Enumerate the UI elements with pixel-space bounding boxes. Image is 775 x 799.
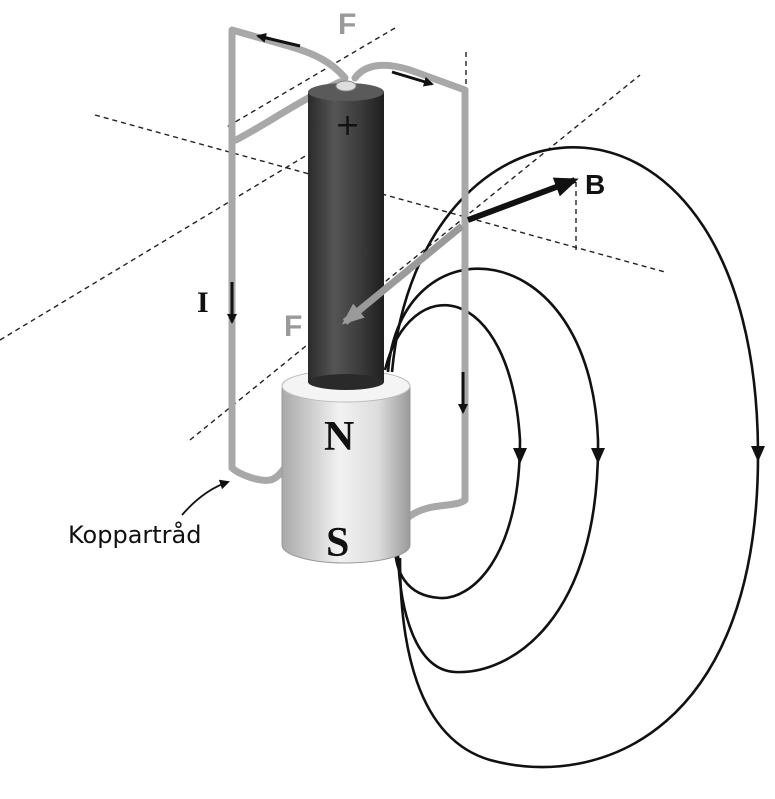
field-direction-arrows xyxy=(513,446,765,464)
field-loop-middle xyxy=(386,267,600,674)
field-label: B xyxy=(585,169,605,200)
battery-body xyxy=(308,92,384,382)
battery-terminal xyxy=(335,80,357,92)
battery-plus-label: + xyxy=(335,108,360,143)
field-loop-inner xyxy=(383,304,522,600)
magnet-north-label: N xyxy=(324,414,354,460)
guide-line-diagonal-b xyxy=(189,74,641,441)
field-vector-arrow xyxy=(466,177,579,223)
wire-label: Koppartråd xyxy=(68,520,202,549)
current-arrows xyxy=(227,32,468,414)
force-label-middle: F xyxy=(284,310,302,343)
current-label: I xyxy=(197,286,209,319)
battery xyxy=(308,80,384,390)
force-arrow xyxy=(341,223,465,325)
field-arrow-inner xyxy=(513,448,527,464)
wire-label-pointer xyxy=(181,479,230,516)
field-loop-outer xyxy=(390,146,760,769)
force-label-top: F xyxy=(338,8,356,41)
field-arrow-middle xyxy=(591,448,605,464)
current-arrow-top-left xyxy=(256,32,301,48)
guide-line-top xyxy=(224,27,396,129)
battery-bottom xyxy=(308,374,384,390)
magnet-south-label: S xyxy=(326,520,349,566)
magnet-body xyxy=(281,387,411,564)
field-arrow-outer xyxy=(751,446,765,462)
wire-left-branch xyxy=(228,26,349,484)
guide-line-diagonal-a xyxy=(0,119,366,341)
battery-top xyxy=(308,83,384,101)
current-arrow-top-right xyxy=(391,70,434,87)
